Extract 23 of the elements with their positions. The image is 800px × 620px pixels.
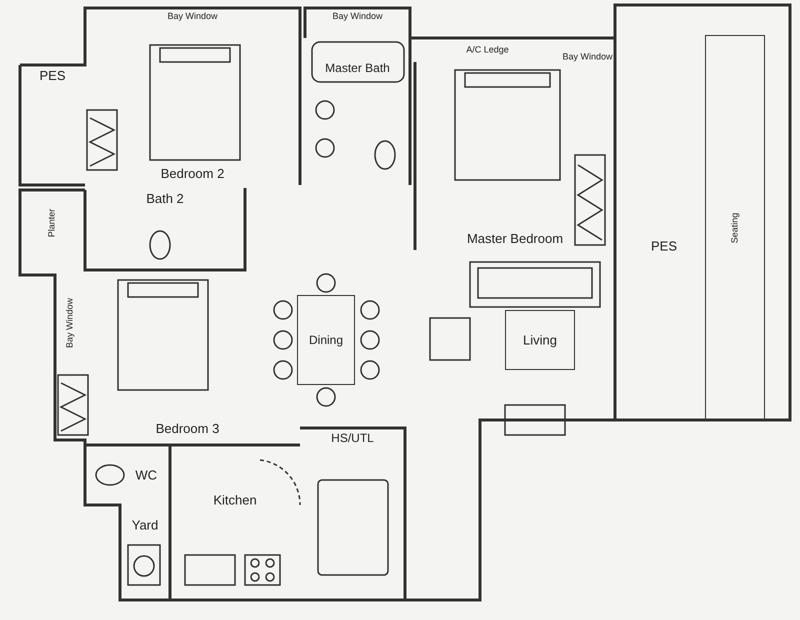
room-label: Dining [308, 334, 344, 346]
room-label: Bath 2 [146, 192, 184, 205]
room-area [705, 35, 765, 420]
room-label: Bay Window [66, 297, 74, 348]
room-label: A/C Ledge [466, 46, 509, 54]
room-label: PES [651, 239, 677, 252]
room-label: PES [40, 69, 66, 82]
room-label: Seating [730, 212, 740, 243]
room-area [505, 310, 575, 370]
room-label: Bedroom 2 [160, 167, 224, 180]
room-label: Kitchen [213, 494, 257, 506]
room-label: Master Bedroom [466, 232, 564, 245]
room-label: Bay Window [562, 52, 613, 61]
room-label: Planter [48, 208, 56, 237]
room-label: Bedroom 3 [156, 422, 220, 435]
room-label: Bay Window [167, 12, 218, 21]
room-label: Bay Window [332, 12, 383, 21]
room-label: Master Bath [325, 62, 390, 74]
room-area [297, 295, 355, 385]
room-label: Living [523, 334, 557, 346]
room-label: WC [135, 468, 158, 482]
room-label: HS/UTL [331, 432, 374, 444]
room-label: Yard [132, 518, 158, 532]
